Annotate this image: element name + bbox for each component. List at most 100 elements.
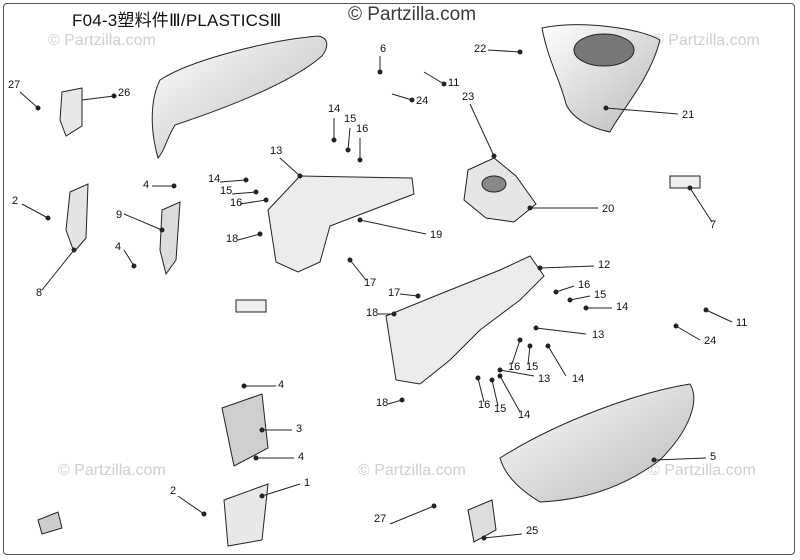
callout-18: 18 (376, 397, 388, 409)
callout-16: 16 (578, 279, 590, 291)
fastener-dot (111, 93, 117, 99)
callout-2: 2 (12, 195, 18, 207)
watermark: © Partzilla.com (58, 462, 166, 479)
fastener-dot (131, 263, 137, 269)
side-panel-upper-left (151, 35, 328, 160)
fastener-dot (263, 197, 269, 203)
callout-22: 22 (474, 43, 486, 55)
fastener-dot (431, 503, 437, 509)
callout-14: 14 (328, 103, 340, 115)
callout-19: 19 (430, 229, 442, 241)
fastener-dot (243, 177, 249, 183)
callout-16: 16 (478, 399, 490, 411)
callout-18: 18 (366, 307, 378, 319)
leader-line (527, 345, 531, 365)
callout-7: 7 (710, 219, 716, 231)
fastener-dot (553, 289, 559, 295)
callout-14: 14 (518, 409, 530, 421)
leader-line (689, 187, 713, 223)
callout-24: 24 (704, 335, 716, 347)
leader-line (279, 157, 301, 177)
leader-line (347, 127, 351, 151)
callout-11: 11 (448, 77, 459, 89)
leader-line (389, 505, 435, 525)
leader-line (705, 309, 733, 323)
leader-line (535, 327, 587, 335)
callout-13: 13 (538, 373, 550, 385)
leader-line (399, 293, 419, 297)
fastener-dot (45, 215, 51, 221)
leader-line (231, 191, 257, 195)
fastener-dot (415, 293, 421, 299)
callout-14: 14 (572, 373, 584, 385)
callout-15: 15 (220, 185, 232, 197)
callout-1: 1 (304, 477, 310, 489)
part-bracket-26 (59, 87, 83, 137)
callout-16: 16 (356, 123, 368, 135)
callout-4: 4 (143, 179, 149, 191)
fastener-dot (71, 247, 77, 253)
leader-line (391, 93, 413, 101)
part-grille-3 (221, 393, 269, 467)
part-tank-cover-21 (541, 24, 661, 133)
callout-4: 4 (298, 451, 304, 463)
callout-21: 21 (682, 109, 694, 121)
leader-line (237, 233, 261, 241)
leader-line (177, 495, 205, 515)
fastener-dot (545, 343, 551, 349)
part-frame-19 (267, 175, 415, 273)
diagram-border (3, 3, 795, 555)
leader-line (477, 377, 485, 403)
fastener-dot (475, 375, 481, 381)
fastener-dot (171, 183, 177, 189)
leader-line (653, 457, 707, 461)
watermark: © Partzilla.com (648, 462, 756, 479)
callout-2: 2 (170, 485, 176, 497)
leader-line (19, 91, 39, 109)
callout-23: 23 (462, 91, 474, 103)
watermark: © Partzilla.com (358, 462, 466, 479)
callout-15: 15 (594, 289, 606, 301)
fastener-dot (357, 217, 363, 223)
leader-line (499, 369, 535, 377)
leader-line (569, 295, 591, 301)
leader-line (499, 375, 521, 413)
callout-4: 4 (278, 379, 284, 391)
fastener-dot (259, 493, 265, 499)
callout-16: 16 (508, 361, 520, 373)
fastener-dot (347, 257, 353, 263)
callout-18: 18 (226, 233, 238, 245)
fastener-dot (527, 343, 533, 349)
part-cover-8 (65, 183, 89, 253)
callout-11: 11 (736, 317, 747, 329)
fastener-dot (297, 173, 303, 179)
fastener-dot (253, 455, 259, 461)
fastener-dot (651, 457, 657, 463)
callout-3: 3 (296, 423, 302, 435)
callout-25: 25 (526, 525, 538, 537)
front-direction-icon (37, 511, 63, 535)
fastener-dot (35, 105, 41, 111)
fastener-dot (497, 367, 503, 373)
leader-line (21, 203, 49, 219)
fastener-dot (603, 105, 609, 111)
fastener-dot (409, 97, 415, 103)
fastener-dot (159, 227, 165, 233)
callout-13: 13 (592, 329, 604, 341)
part-frame-12 (385, 255, 545, 385)
fastener-dot (489, 377, 495, 383)
fastener-dot (241, 383, 247, 389)
fastener-dot (537, 265, 543, 271)
diagram-title: F04-3塑料件Ⅲ/PLASTICSⅢ (72, 11, 282, 30)
leader-line (423, 71, 445, 85)
callout-15: 15 (526, 361, 538, 373)
callout-16: 16 (230, 197, 242, 209)
fastener-dot (703, 307, 709, 313)
leader-line (359, 219, 427, 235)
fastener-dot (253, 189, 259, 195)
fastener-dot (331, 137, 337, 143)
fastener-dot (673, 323, 679, 329)
leader-lines (19, 49, 733, 541)
watermark: © Partzilla.com (48, 32, 156, 49)
fastener-dot (533, 325, 539, 331)
